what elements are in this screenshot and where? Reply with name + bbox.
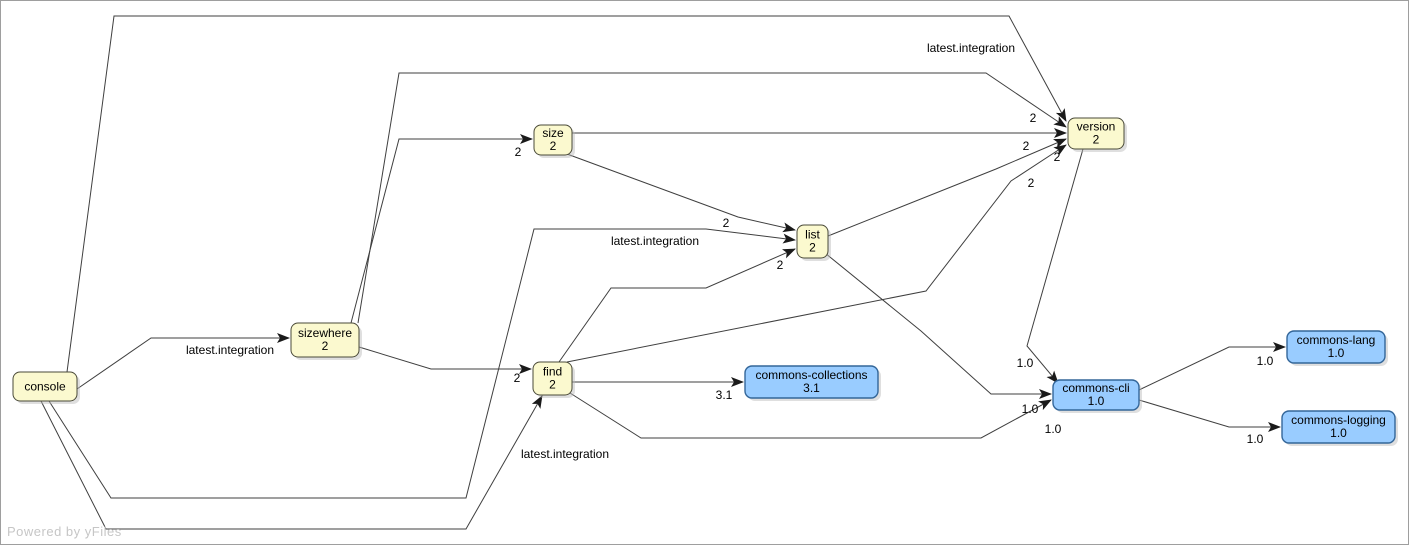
edge-label-commons-cli-to-commons-lang: 1.0 [1257,354,1274,368]
node-name-sizewhere: sizewhere [298,326,352,340]
edge-label-console-to-find: latest.integration [521,447,609,461]
edge-commons-cli-to-commons-lang [1138,342,1286,391]
yfiles-watermark: Powered by yFiles [7,524,122,539]
node-rect-console[interactable] [12,371,78,402]
node-version-sizewhere: 2 [322,339,329,353]
edge-sizewhere-to-size [350,134,533,324]
edge-label-list-to-commons-cli: 1.0 [1022,402,1039,416]
edge-label-commons-cli-to-commons-logging: 1.0 [1247,432,1264,446]
node-rect-commons-lang[interactable] [1286,330,1386,364]
node-rect-list[interactable] [796,224,829,259]
node-rect-commons-logging[interactable] [1281,410,1396,444]
edge-label-sizewhere-to-version: 2 [1030,111,1037,125]
node-name-list: list [805,228,820,242]
edge-list-to-commons-cli [824,252,1052,399]
edge-label-size-to-list: 2 [723,216,730,230]
edge-label-find-to-version: 2 [1028,176,1035,190]
node-name-find: find [543,365,562,379]
node-version-list: 2 [809,241,816,255]
node-name-commons-lang: commons-lang [1297,333,1376,347]
edge-label-list-to-version: 2 [1054,150,1061,164]
edge-console-to-sizewhere [76,333,290,390]
node-console[interactable]: console [12,371,80,404]
edge-label-sizewhere-to-size: 2 [515,145,522,159]
edge-size-to-list [566,153,796,233]
node-name-commons-logging: commons-logging [1291,413,1386,427]
edge-find-to-list [558,248,796,363]
edge-label-sizewhere-to-find: 2 [514,371,521,385]
edge-label-console-to-sizewhere: latest.integration [186,343,274,357]
node-rect-commons-cli[interactable] [1052,379,1140,411]
edge-label-size-to-version: 2 [1023,139,1030,153]
edge-find-to-commons-cli [569,392,1052,439]
node-version-version: 2 [1093,133,1100,147]
node-rect-find[interactable] [532,361,573,396]
node-version-commons-logging: 1.0 [1330,426,1347,440]
edge-version-to-commons-cli [1026,148,1084,384]
node-name-commons-cli: commons-cli [1062,381,1129,395]
edge-sizewhere-to-version [357,72,1067,324]
node-version-size: 2 [550,139,557,153]
node-name-commons-collections: commons-collections [755,368,867,382]
edge-label-console-to-version: latest.integration [927,41,1015,55]
node-name-version: version [1077,120,1116,134]
node-version-commons-lang: 1.0 [1328,346,1345,360]
edge-console-to-version [66,15,1067,373]
edge-label-find-to-commons-cli: 1.0 [1045,422,1062,436]
node-rect-sizewhere[interactable] [290,322,360,358]
node-version-commons-cli: 1.0 [1088,394,1105,408]
edge-console-to-find [40,395,543,530]
edge-label-console-to-list: latest.integration [611,234,699,248]
node-name-console: console [24,380,66,394]
node-version-commons-collections: 3.1 [803,381,820,395]
edge-find-to-version [566,144,1067,363]
edge-labels-layer: latest.integration latest.integration late… [186,41,1274,461]
edge-label-find-to-commons-collections: 3.1 [716,388,733,402]
nodes-layer: consolesizewhere2size2list2find2version2… [12,117,1398,446]
edge-commons-cli-to-commons-logging [1138,399,1281,432]
node-name-size: size [542,126,564,140]
edges-layer [40,15,1286,530]
edge-label-find-to-list: 2 [777,258,784,272]
node-rect-commons-collections[interactable] [744,365,879,399]
edge-label-version-to-commons-cli: 1.0 [1017,356,1034,370]
edge-sizewhere-to-find [358,346,532,374]
node-rect-size[interactable] [533,124,573,156]
node-version-find: 2 [549,378,556,392]
edge-console-to-list [48,228,796,499]
node-rect-version[interactable] [1067,117,1125,150]
edge-list-to-version [827,138,1067,237]
